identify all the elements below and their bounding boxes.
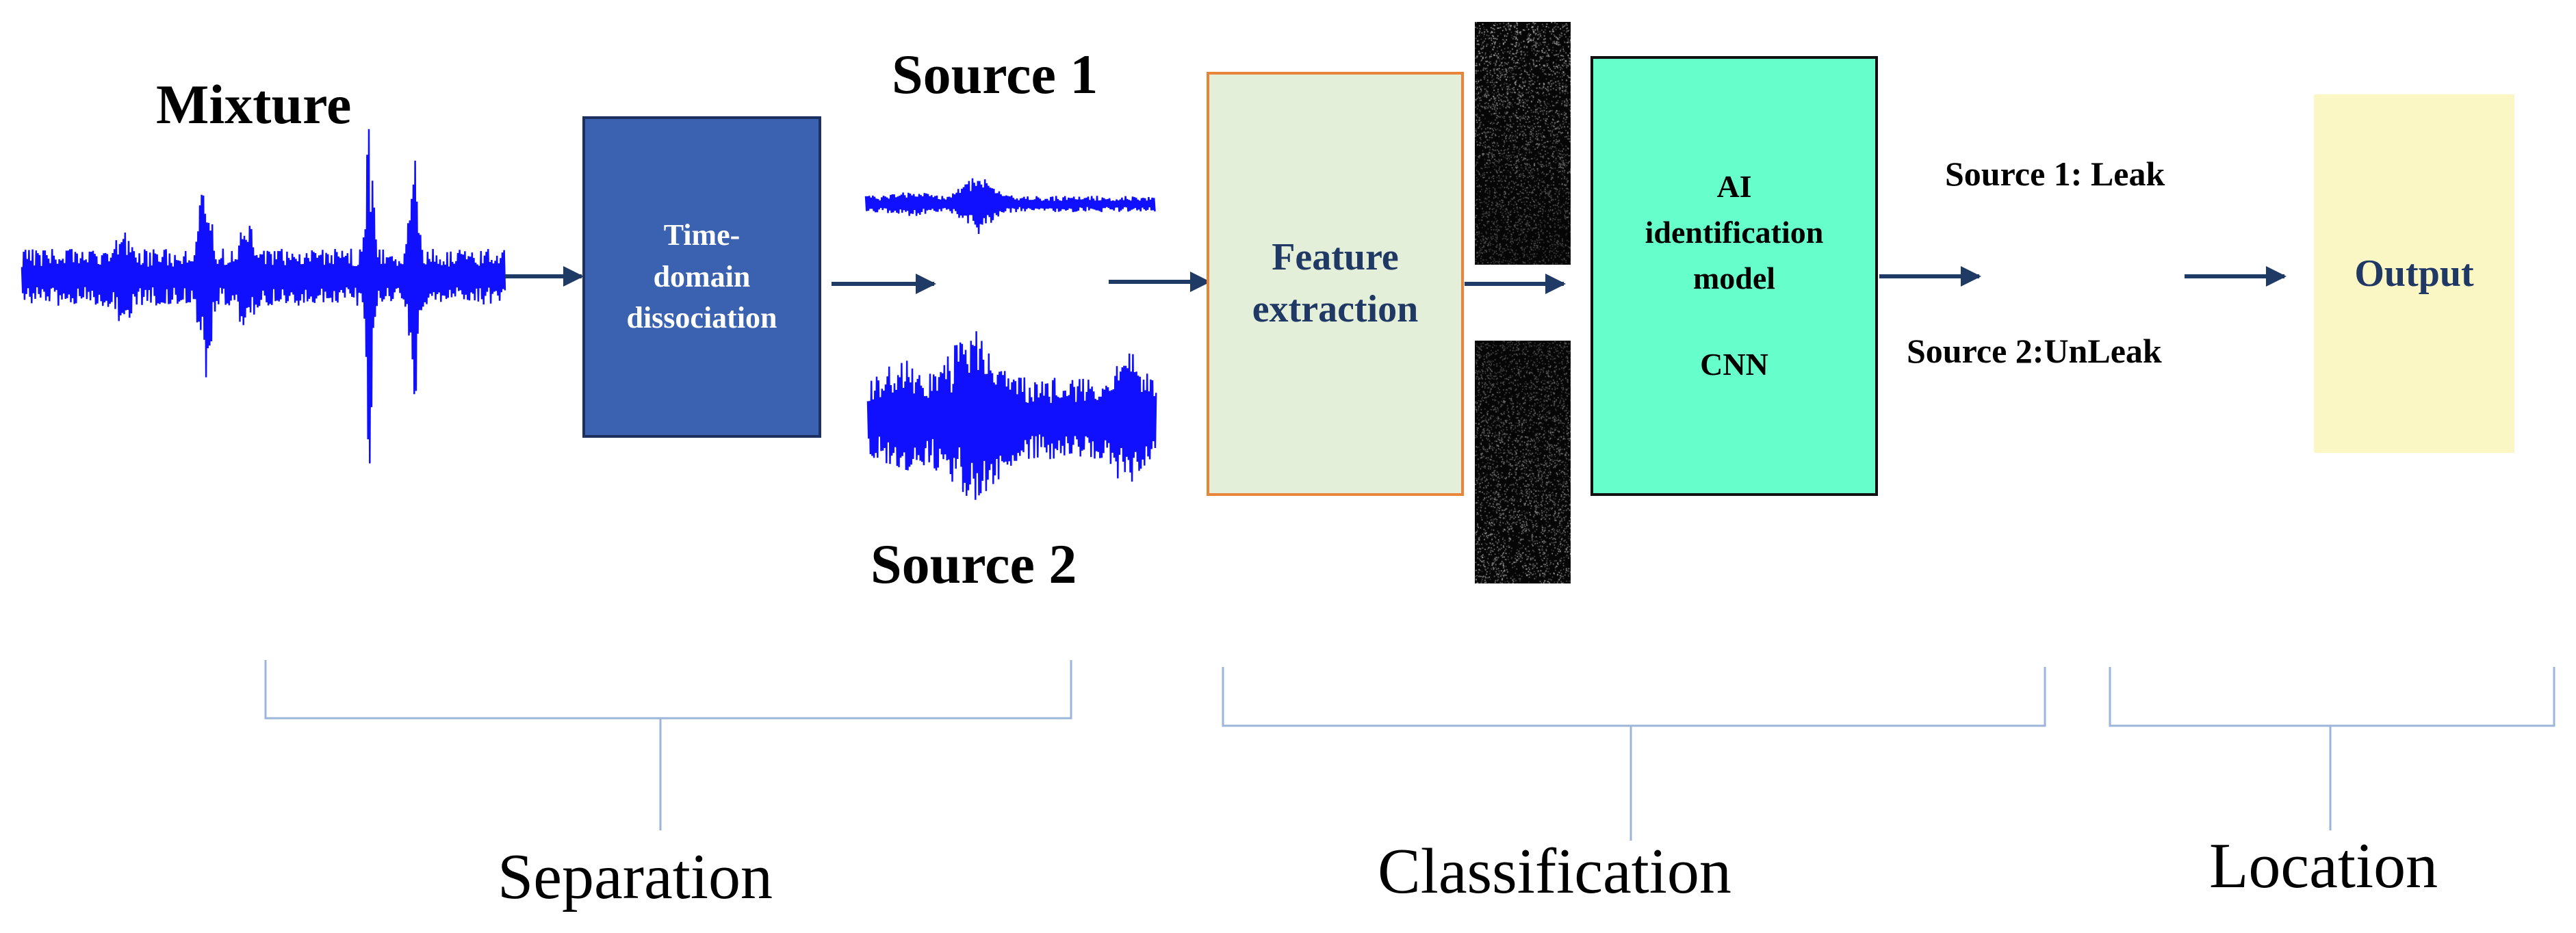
- feature-extraction-box: Feature extraction: [1207, 72, 1464, 496]
- spectrogram-texture: [1475, 341, 1571, 583]
- spectrogram-image-1: [1475, 22, 1571, 265]
- source2-label: Source 2: [871, 533, 1077, 595]
- feature-line-1: Feature: [1272, 236, 1399, 279]
- output-label: Output: [2354, 252, 2474, 295]
- ai-line-2: identification: [1645, 214, 1824, 250]
- time-domain-line-2: domain: [653, 259, 751, 293]
- time-domain-line-3: dissociation: [626, 301, 777, 335]
- time-domain-dissociation-box: Time- domain dissociation: [582, 116, 821, 438]
- stage-location-label: Location: [2209, 830, 2438, 902]
- time-domain-line-1: Time-: [663, 218, 740, 252]
- output-box: Output: [2314, 94, 2514, 453]
- source2-waveform: [866, 331, 1157, 500]
- spectrogram-texture: [1475, 22, 1571, 265]
- ai-line-1: AI: [1716, 169, 1752, 205]
- stage-classification-label: Classification: [1378, 836, 1731, 907]
- spectrogram-image-2: [1475, 341, 1571, 583]
- mixture-label: Mixture: [156, 73, 352, 135]
- source1-label: Source 1: [892, 43, 1098, 105]
- location-bracket: [2109, 667, 2555, 830]
- ai-identification-model-box: AI identification model CNN: [1590, 56, 1878, 496]
- separation-bracket: [264, 660, 1072, 830]
- source1-waveform: [864, 178, 1156, 235]
- result-source1-leak: Source 1: Leak: [1945, 155, 2165, 193]
- result-source2-unleak: Source 2:UnLeak: [1907, 332, 2162, 370]
- ai-line-3: model: [1692, 260, 1776, 295]
- mixture-waveform: [21, 129, 506, 464]
- classification-bracket: [1222, 667, 2046, 841]
- stage-separation-label: Separation: [498, 841, 773, 912]
- feature-line-2: extraction: [1252, 288, 1419, 330]
- ai-line-4: CNN: [1700, 347, 1768, 382]
